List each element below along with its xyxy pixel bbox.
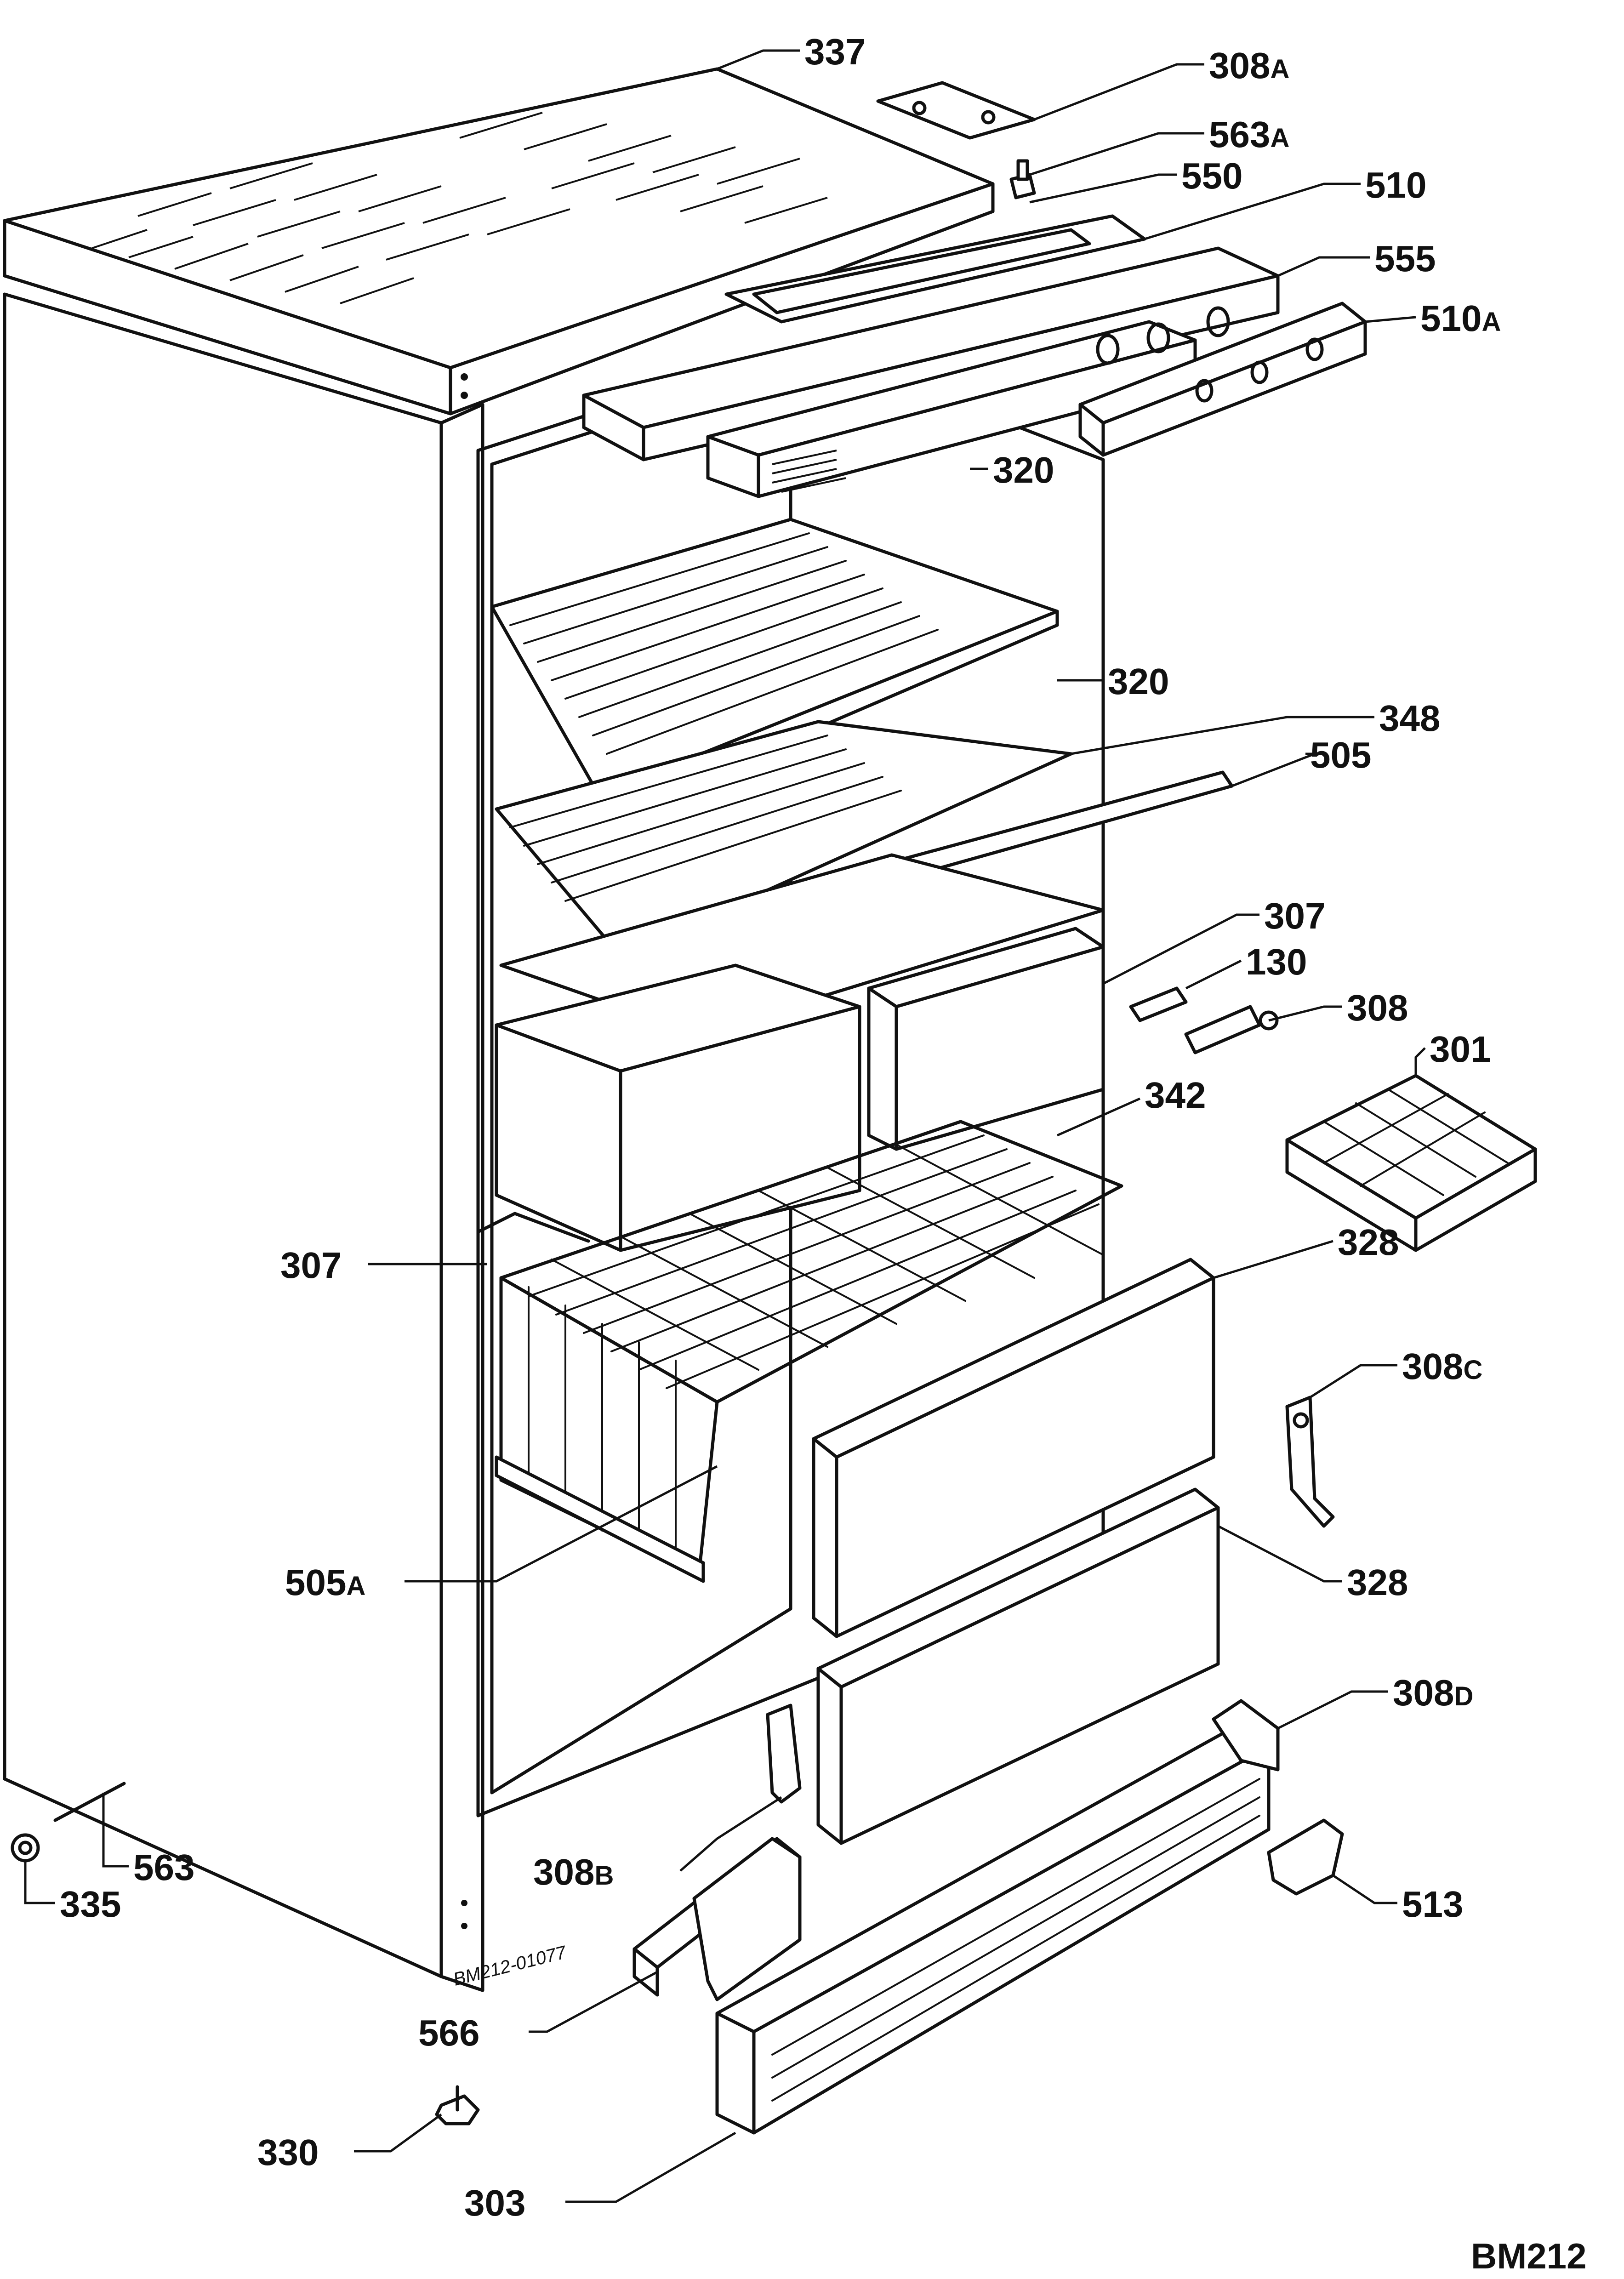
part-label: 307 xyxy=(280,1245,342,1286)
part-label: 342 xyxy=(1145,1075,1206,1116)
part-label: 308B xyxy=(533,1852,614,1892)
part-label: 505A xyxy=(285,1562,365,1603)
part-label: 308A xyxy=(1209,45,1289,86)
part-label: 301 xyxy=(1430,1029,1491,1070)
bottom-parts xyxy=(11,1699,1280,2135)
part-label: 308 xyxy=(1347,987,1408,1028)
drawing-code: BM212 xyxy=(1471,2236,1586,2276)
part-label: 308C xyxy=(1402,1346,1482,1387)
part-label: 555 xyxy=(1374,238,1436,279)
leader-lines xyxy=(24,49,1426,2203)
part-label: 510 xyxy=(1365,165,1426,205)
part-label: 348 xyxy=(1379,698,1440,739)
freezer-doors xyxy=(766,1258,1220,1845)
wire-basket xyxy=(495,1120,1123,1583)
part-label: 307 xyxy=(1264,895,1325,936)
part-label: 566 xyxy=(418,2012,479,2053)
part-label: 550 xyxy=(1181,155,1242,196)
cabinet: BM212-01077 xyxy=(3,67,1105,1992)
part-label: 563 xyxy=(133,1847,194,1888)
part-label: 563A xyxy=(1209,114,1289,155)
part-label: 335 xyxy=(60,1884,121,1925)
part-label: 308D xyxy=(1393,1672,1473,1713)
part-label: 505 xyxy=(1310,735,1371,775)
part-label: 303 xyxy=(464,2182,525,2223)
part-labels: 337 308A 563A 550 510 555 510A 320 320 3… xyxy=(60,31,1501,2223)
part-label: 510A xyxy=(1420,298,1501,339)
right-parts xyxy=(1129,986,1537,1896)
crisper-drawers xyxy=(495,927,1105,1252)
part-label: 513 xyxy=(1402,1884,1463,1925)
part-label: 328 xyxy=(1347,1562,1408,1603)
top-hardware xyxy=(582,81,1367,498)
part-label: 130 xyxy=(1246,941,1307,982)
part-label: 330 xyxy=(257,2132,319,2173)
part-label: 328 xyxy=(1338,1222,1399,1263)
shelves xyxy=(490,518,1234,1036)
part-label: 320 xyxy=(1108,661,1169,702)
part-label: 320 xyxy=(993,450,1054,490)
part-label: 337 xyxy=(804,31,866,72)
